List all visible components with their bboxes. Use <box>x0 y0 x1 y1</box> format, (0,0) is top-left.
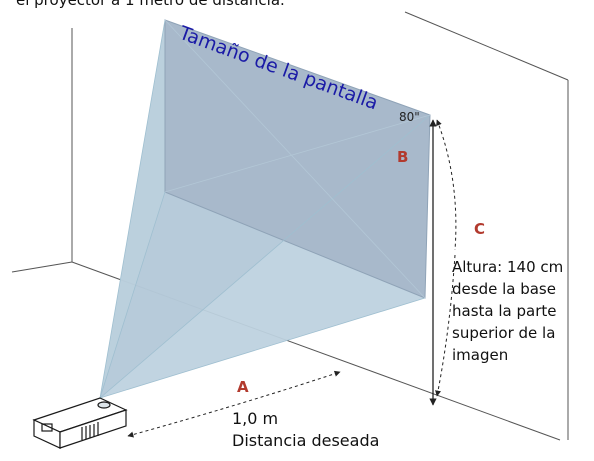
floor-left-edge <box>11 261 73 273</box>
projector-side <box>59 409 127 449</box>
point-a-label: A <box>237 378 249 396</box>
height-description: Altura: 140 cm desde la base hasta la pa… <box>452 256 592 366</box>
point-b-label: B <box>397 148 408 166</box>
ceiling-edge <box>404 11 569 81</box>
height-callout-upper <box>436 119 457 251</box>
projector-panel <box>41 423 53 432</box>
projector-lens <box>97 401 111 409</box>
height-line-4: superior de la <box>452 324 556 342</box>
height-line-1: Altura: 140 cm <box>452 258 564 276</box>
height-line-3: hasta la parte <box>452 302 557 320</box>
height-line-5: imagen <box>452 346 509 364</box>
height-callout-lower <box>435 254 456 397</box>
screen-size-label: 80" <box>399 110 420 124</box>
distance-value: 1,0 m <box>232 409 279 428</box>
distance-caption: Distancia deseada <box>232 431 380 450</box>
top-caption: el proyector a 1 metro de distancia. <box>16 0 285 9</box>
height-line-2: desde la base <box>452 280 556 298</box>
point-c-label: C <box>474 220 485 238</box>
projector-icon <box>32 397 128 449</box>
